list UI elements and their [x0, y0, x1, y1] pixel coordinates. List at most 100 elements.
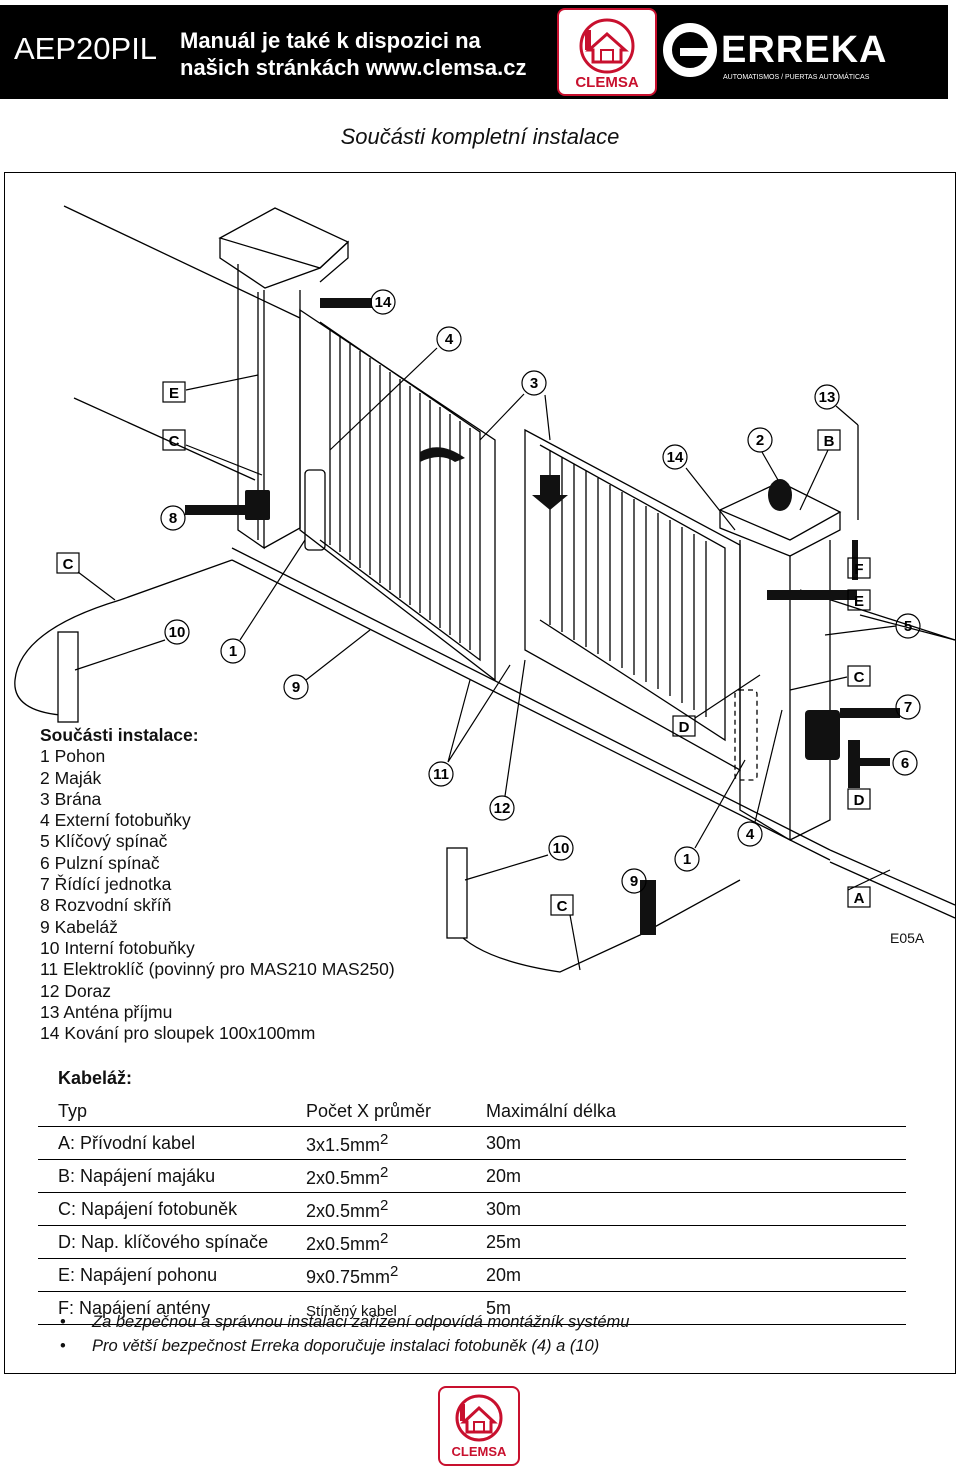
component-item: 10 Interní fotobuňky: [40, 937, 195, 958]
svg-text:C: C: [854, 669, 865, 686]
component-item: 4 Externí fotobuňky: [40, 810, 191, 831]
cable-length: 5m: [486, 1291, 906, 1325]
cable-c-left: [14, 559, 233, 716]
svg-text:B: B: [824, 433, 835, 450]
callout-letter-f: F: [847, 557, 871, 579]
callout-1-left: 1: [220, 539, 306, 664]
svg-text:1: 1: [683, 851, 691, 868]
svg-text:6: 6: [901, 755, 909, 772]
cable-length: 25m: [486, 1225, 906, 1259]
cable-spec: 9x0.75mm2: [306, 1258, 486, 1292]
cable-9-marker: [640, 880, 656, 935]
model-name: AEP20PIL: [14, 31, 158, 66]
erreka-logo-text: ERREKA: [721, 29, 888, 71]
table-row: E: Napájení pohonu 9x0.75mm2 20m: [38, 1258, 906, 1292]
svg-text:C: C: [169, 433, 180, 450]
clemsa-logo-text: CLEMSA: [575, 74, 639, 91]
svg-text:1: 1: [229, 643, 237, 660]
cable-f-marker: [852, 540, 858, 580]
svg-text:9: 9: [292, 679, 300, 696]
erreka-tagline: AUTOMATISMOS / PUERTAS AUTOMÁTICAS: [723, 74, 870, 81]
component-item: 13 Anténa příjmu: [40, 1001, 173, 1022]
svg-text:F: F: [854, 561, 863, 578]
table-row: F: Napájení antény Stíněný kabel 5m: [38, 1291, 906, 1325]
svg-text:D: D: [679, 719, 690, 736]
callout-letter-c-bottom: C: [550, 894, 581, 971]
component-item: 8 Rozvodní skříň: [40, 895, 172, 916]
component-item: 11 Elektroklíč (povinný pro MAS210 MAS25…: [40, 959, 395, 980]
svg-text:4: 4: [746, 826, 755, 843]
cable-length: 20m: [486, 1159, 906, 1193]
erreka-e-icon: [663, 23, 717, 77]
svg-text:C: C: [63, 556, 74, 573]
component-item: 6 Pulzní spínač: [40, 852, 160, 873]
clemsa-house-icon: [579, 18, 635, 74]
callout-letter-b: B: [799, 429, 841, 511]
callout-2: 2: [747, 427, 779, 481]
cabling-header-row: Typ Počet X průměr Maximální délka: [38, 1092, 906, 1127]
component-item: 12 Doraz: [40, 980, 112, 1001]
diagram-code: E05A: [890, 930, 925, 946]
table-row: D: Nap. klíčového spínače 2x0.5mm2 25m: [38, 1225, 906, 1259]
callout-1-right: 1: [674, 759, 746, 872]
callout-4-top: 4: [329, 326, 462, 451]
component-item: 3 Brána: [40, 788, 102, 809]
cable-type: A: Přívodní kabel: [38, 1126, 306, 1160]
callout-8: 8: [160, 505, 186, 531]
cable-e-marker: [767, 590, 857, 600]
page-title: Součásti kompletní instalace: [340, 124, 620, 149]
component-item: 5 Klíčový spínač: [40, 831, 168, 852]
manual-notice: Manuál je také k dispozici na našich str…: [180, 27, 526, 81]
svg-text:8: 8: [169, 510, 177, 527]
cabling-table: Typ Počet X průměr Maximální délka A: Př…: [38, 1092, 906, 1325]
cable-length: 30m: [486, 1192, 906, 1226]
clemsa-house-icon: [455, 1394, 503, 1442]
clemsa-logo: CLEMSA: [557, 8, 657, 96]
opening-arrow-right: [532, 475, 568, 510]
cable-type: C: Napájení fotobuněk: [38, 1192, 306, 1226]
cable-c-bottom: [454, 879, 741, 973]
svg-text:2: 2: [756, 432, 764, 449]
left-drive-motor: [304, 469, 326, 551]
svg-text:7: 7: [904, 699, 912, 716]
cable-spec: Stíněný kabel: [306, 1291, 486, 1325]
arrow-8-marker: [185, 505, 245, 515]
cable-spec: 2x0.5mm2: [306, 1159, 486, 1193]
callout-letter-c-right: C: [789, 665, 871, 691]
callout-6: 6: [892, 750, 918, 776]
svg-text:14: 14: [667, 449, 684, 466]
svg-text:A: A: [854, 890, 865, 907]
component-item: 9 Kabeláž: [40, 916, 118, 937]
callout-letter-d-right: D: [847, 788, 871, 810]
beacon-2: [768, 479, 792, 511]
callout-12: 12: [489, 659, 526, 821]
content-frame: [4, 172, 956, 1374]
table-row: B: Napájení majáku 2x0.5mm2 20m: [38, 1159, 906, 1193]
erreka-logo: ERREKA AUTOMATISMOS / PUERTAS AUTOMÁTICA…: [663, 23, 943, 91]
svg-text:E: E: [854, 593, 864, 610]
safety-notes: •Za bezpečnou a správnou instalaci zaříz…: [60, 1310, 629, 1358]
callout-13: 13: [814, 384, 859, 426]
component-item: 2 Maják: [40, 767, 102, 788]
notice-line-2: našich stránkách www.clemsa.cz: [180, 55, 527, 80]
svg-text:11: 11: [433, 766, 449, 783]
table-row: C: Napájení fotobuněk 2x0.5mm2 30m: [38, 1192, 906, 1226]
opening-arrow-left: [420, 447, 465, 462]
svg-text:C: C: [557, 898, 568, 915]
control-unit-7: [805, 710, 840, 760]
callout-10-left: 10: [74, 619, 190, 671]
callout-14-right: 14: [662, 444, 736, 531]
cable-spec: 2x0.5mm2: [306, 1225, 486, 1259]
arrow-14-marker: [320, 298, 372, 308]
svg-text:E: E: [169, 385, 179, 402]
cable-length: 20m: [486, 1258, 906, 1292]
cable-type: B: Napájení majáku: [38, 1159, 306, 1193]
cable-d-right-marker: [848, 740, 860, 788]
cable-spec: 3x1.5mm2: [306, 1126, 486, 1160]
callout-3: 3: [479, 370, 551, 441]
callout-letter-c-left: C: [56, 552, 116, 601]
callout-letter-c-left-top: C: [162, 429, 263, 476]
notice-line-1: Manuál je také k dispozici na: [180, 28, 481, 53]
callout-7: 7: [895, 694, 921, 720]
